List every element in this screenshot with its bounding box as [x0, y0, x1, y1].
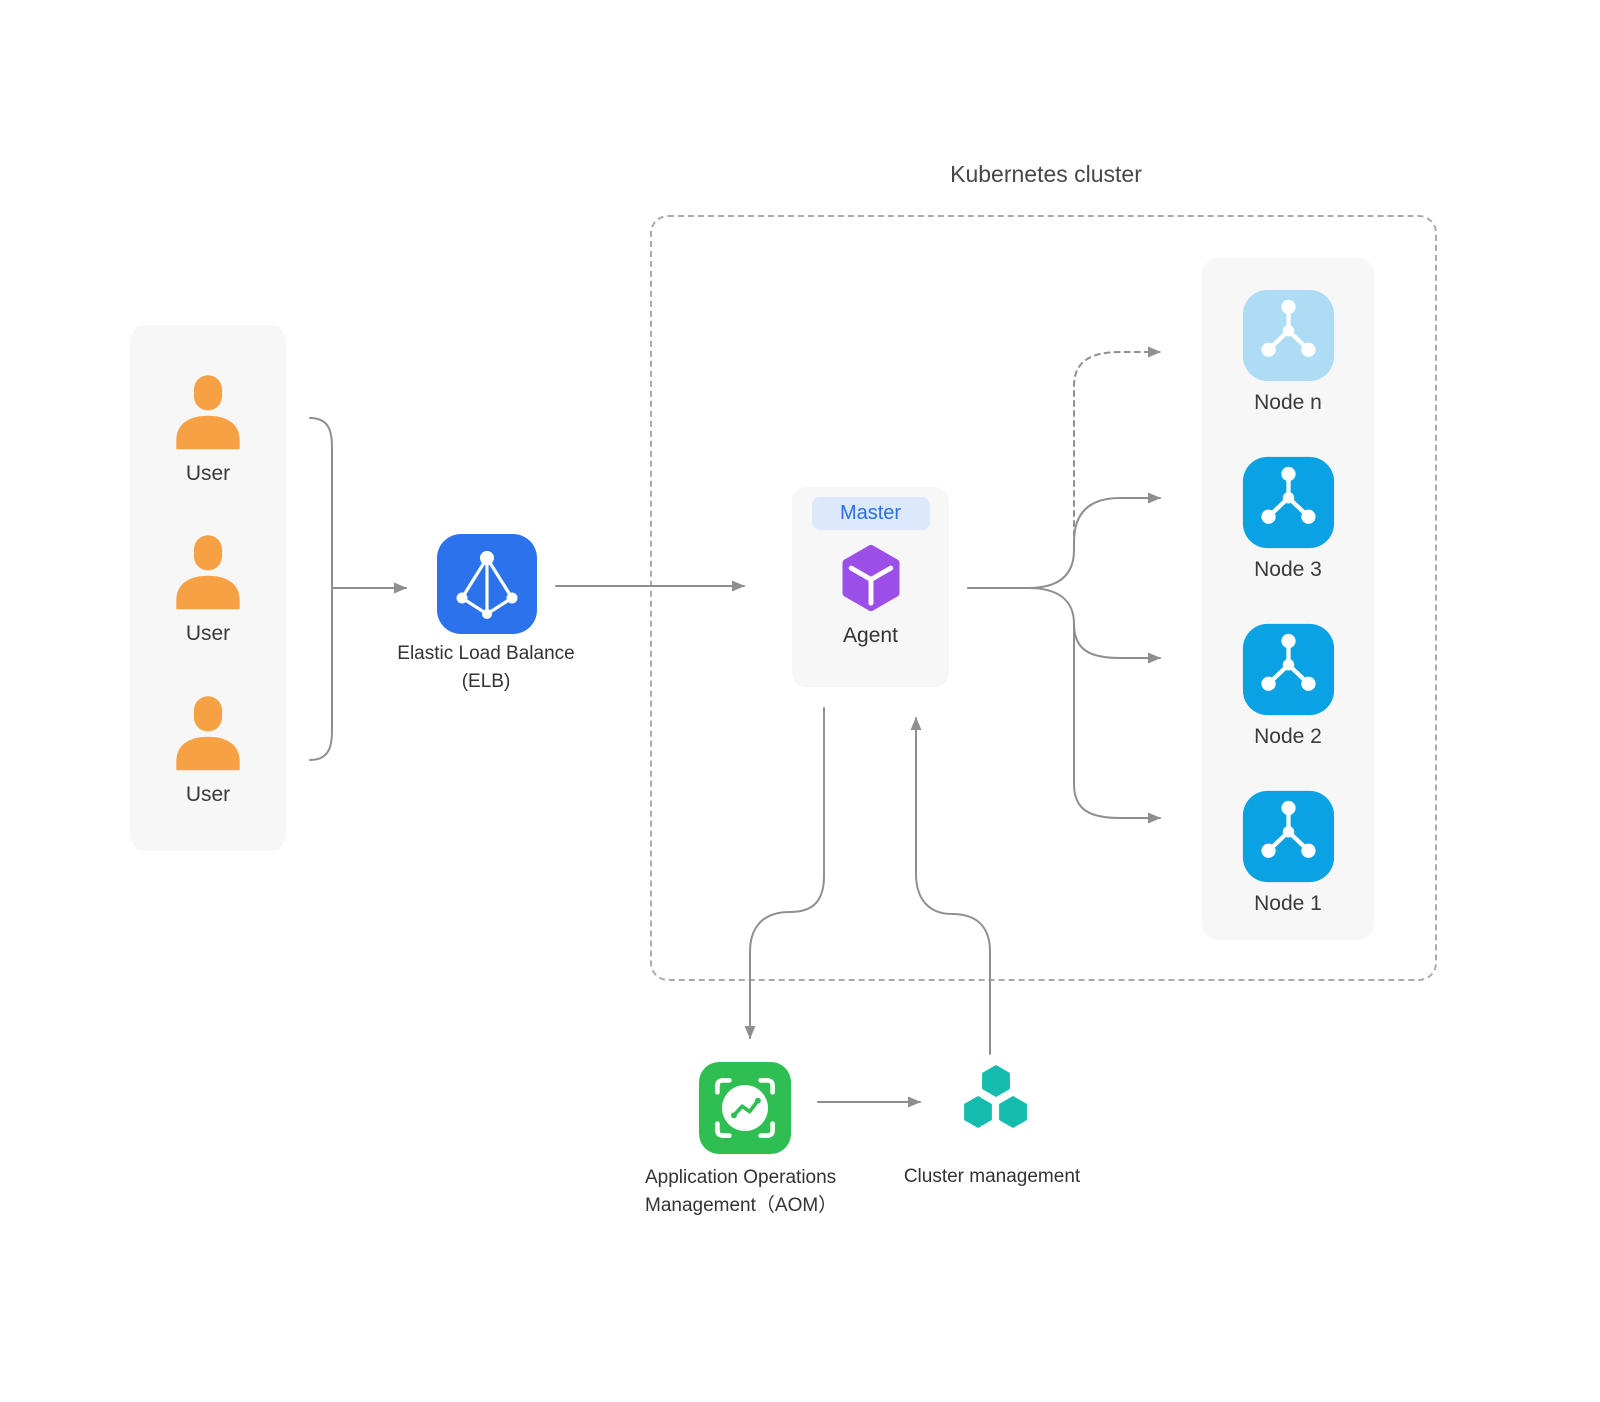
elb-label: Elastic Load Balance (ELB) — [336, 640, 636, 696]
cluster-management-icon — [964, 1065, 1027, 1128]
aom-label-line2: Management（AOM） — [645, 1195, 838, 1216]
elb-label-line2: (ELB) — [461, 671, 511, 692]
user-label: User — [185, 622, 231, 645]
node-n-icon — [1242, 289, 1334, 382]
node-2-icon — [1242, 623, 1334, 716]
nodes-panel: Node n Node 3 — [1202, 258, 1374, 940]
user-item: User — [164, 691, 252, 807]
users-bracket-bottom — [309, 587, 333, 761]
aom-icon — [699, 1062, 791, 1154]
users-panel: User User User — [130, 325, 286, 851]
node-item: Node n — [1241, 288, 1336, 415]
user-item: User — [164, 530, 252, 646]
node-label: Node 1 — [1254, 892, 1322, 915]
aom-label-line1: Application Operations — [645, 1167, 837, 1188]
elastic-load-balance-icon — [437, 534, 537, 634]
node-label: Node n — [1254, 391, 1322, 414]
node-3-icon — [1242, 456, 1334, 549]
node-item: Node 3 — [1241, 455, 1336, 582]
elb-label-line1: Elastic Load Balance — [397, 643, 575, 664]
kubernetes-cluster-title: Kubernetes cluster — [950, 161, 1142, 187]
users-bracket-top — [309, 417, 333, 589]
node-item: Node 1 — [1241, 789, 1336, 916]
node-1-icon — [1242, 790, 1334, 883]
user-icon — [176, 374, 240, 449]
user-item: User — [164, 370, 252, 486]
master-badge: Master — [811, 497, 930, 530]
user-label: User — [185, 782, 231, 806]
user-icon — [176, 535, 240, 610]
node-label: Node 3 — [1254, 558, 1322, 581]
user-icon — [176, 695, 240, 770]
node-label: Node 2 — [1254, 725, 1322, 748]
agent-icon — [842, 544, 899, 612]
user-label: User — [185, 461, 231, 485]
node-item: Node 2 — [1241, 622, 1336, 749]
aom-label: Application Operations Management（AOM） — [645, 1164, 925, 1220]
kubernetes-cluster-boundary — [650, 215, 1437, 981]
cluster-management-label: Cluster management — [903, 1166, 1081, 1187]
master-box: Master Agent — [792, 487, 949, 687]
agent-label: Agent — [843, 624, 898, 647]
